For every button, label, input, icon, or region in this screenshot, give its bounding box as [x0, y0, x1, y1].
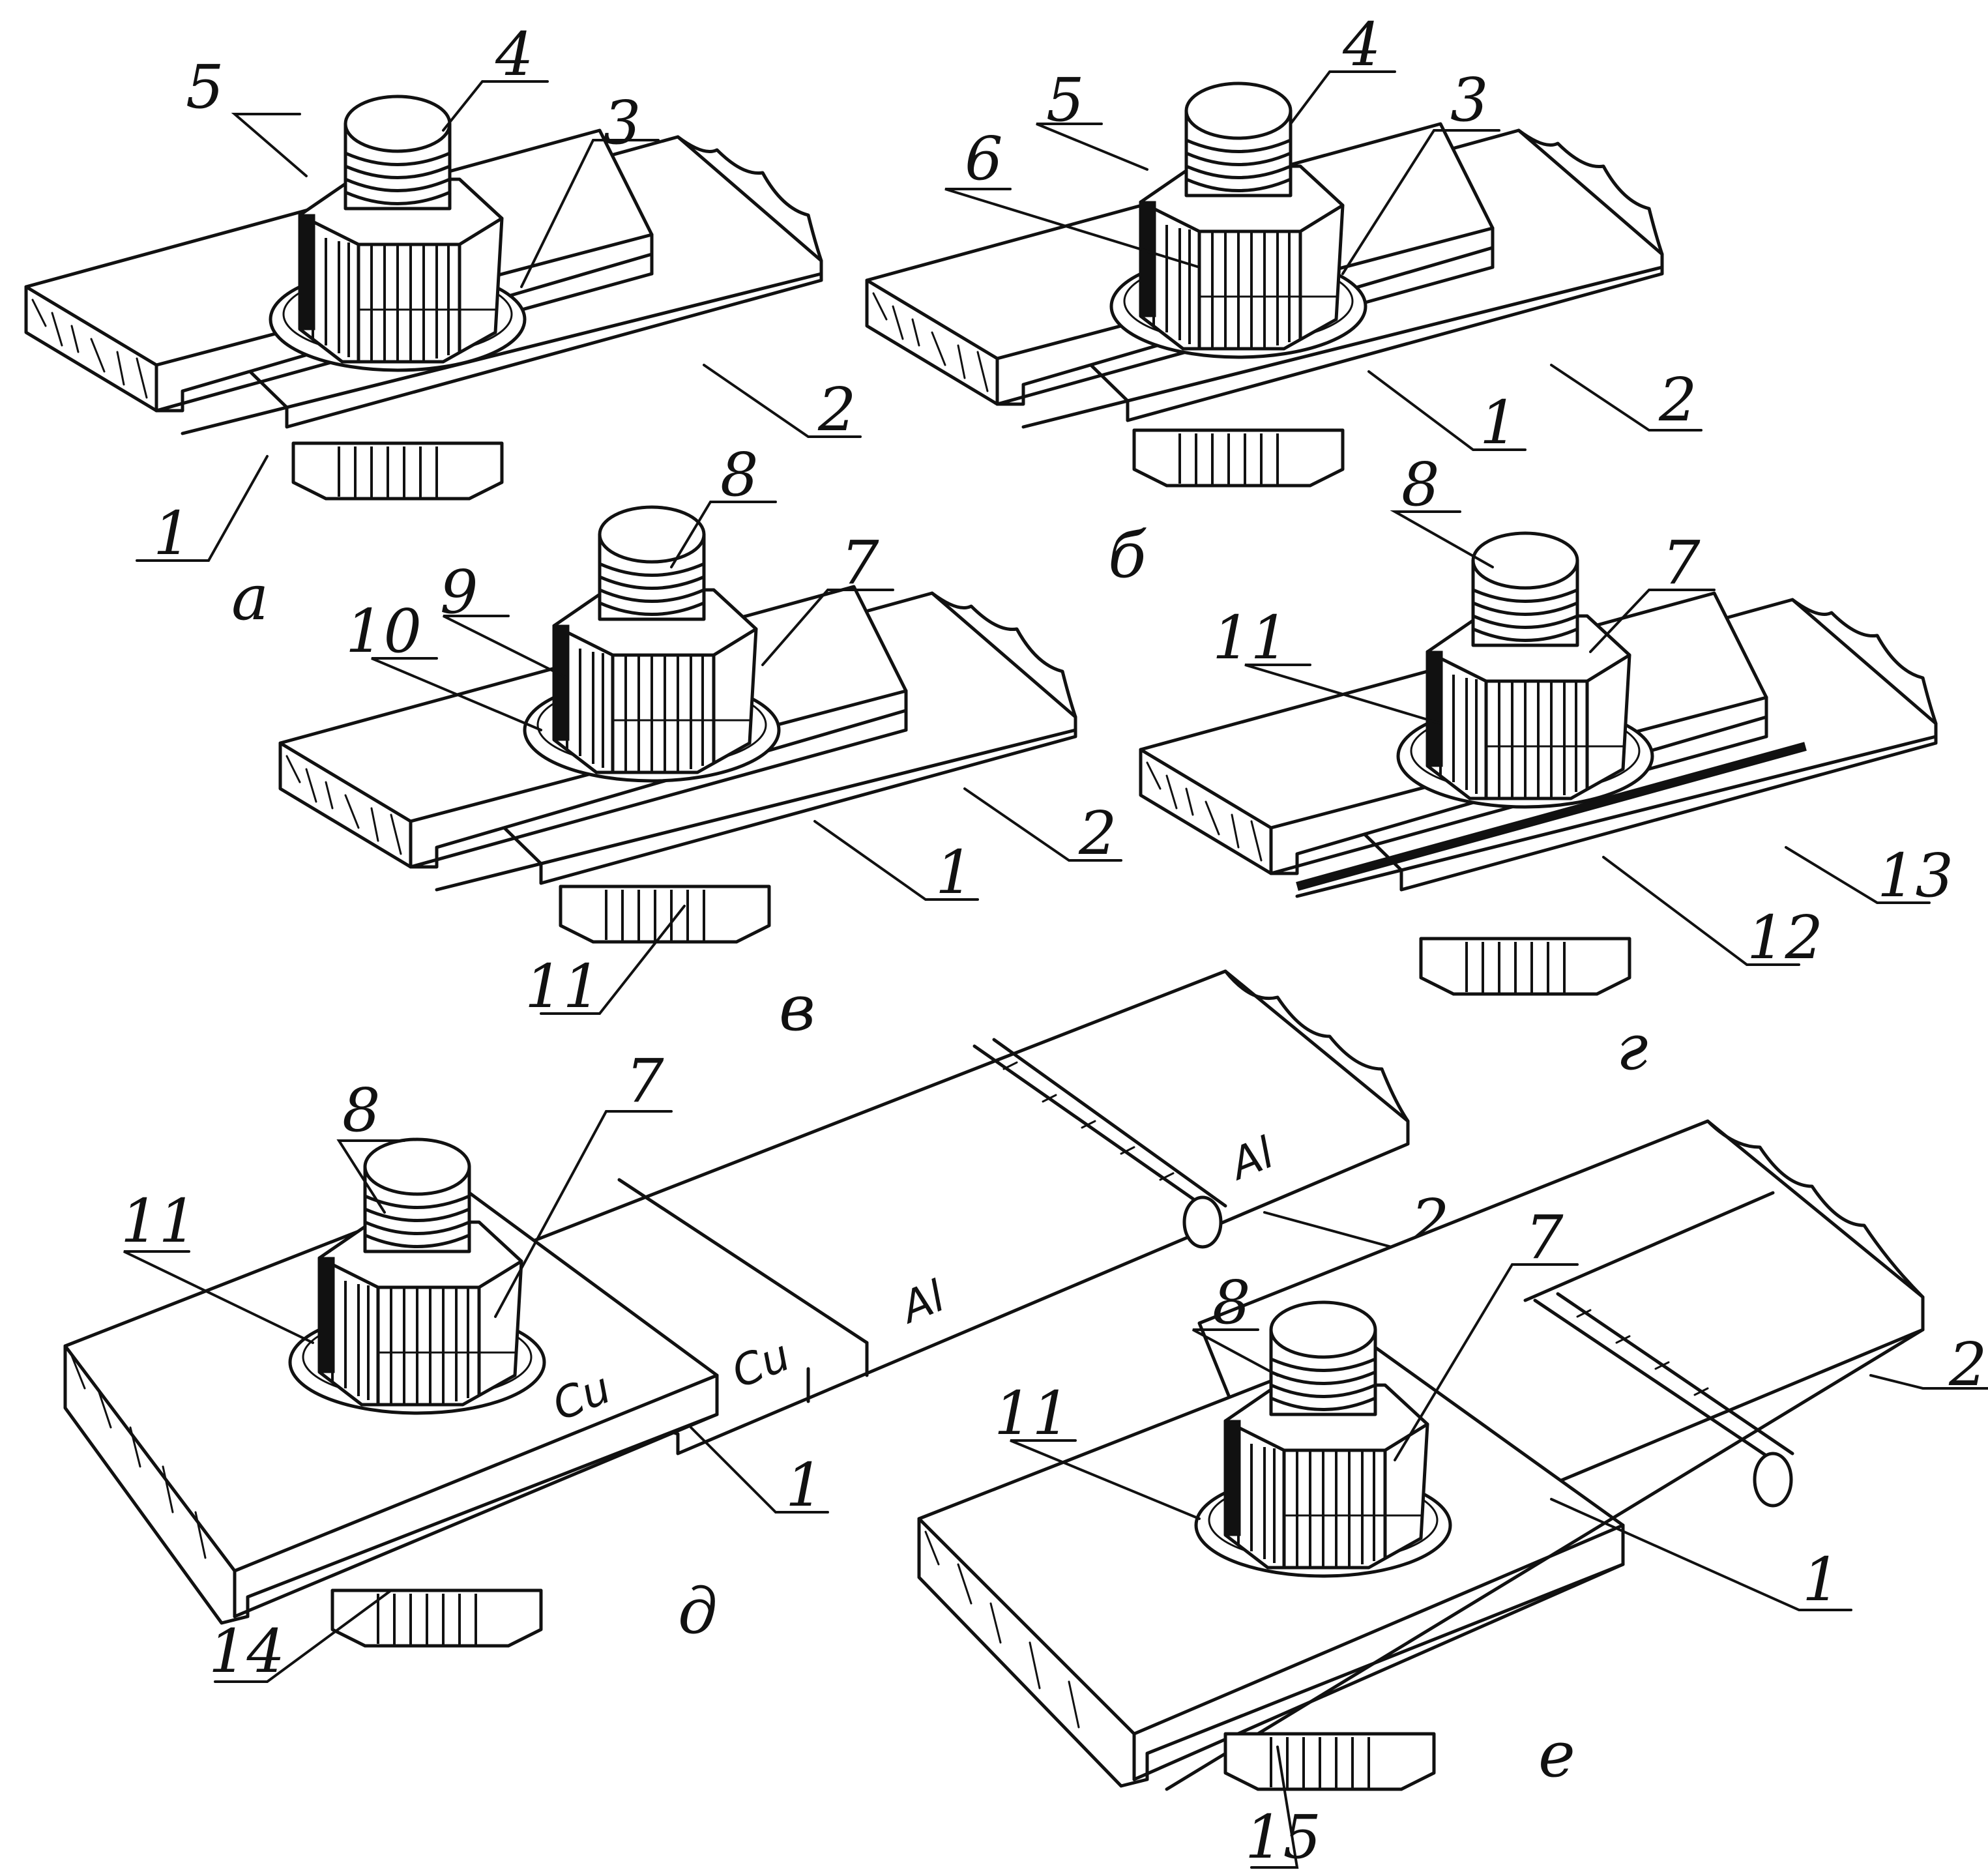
callout-a-4: 2: [817, 375, 856, 445]
bottom-nut-d: [1421, 939, 1630, 994]
callout-e-2: 7: [626, 1046, 664, 1116]
callout-b-3: 3: [1450, 65, 1489, 135]
callout-leaders-b: [944, 70, 1703, 451]
bolt-nut-washer-b: [1111, 83, 1366, 357]
callout-b-1: 5: [1046, 65, 1085, 135]
panel-d: 8 7 11 13 12 г: [1141, 450, 1953, 1084]
bottom-nut-b: [1134, 430, 1343, 486]
bottom-nut-e: [332, 1590, 541, 1646]
callout-e-1: 8: [342, 1075, 381, 1145]
panel-caption-e: д: [678, 1575, 718, 1648]
panel-b: 5 4 3 6 2 1 б: [867, 10, 1703, 592]
bolt-nut-washer-a: [270, 96, 525, 370]
panel-e: Cu Cu Al Al 8 7 11 2 1 14 д: [63, 969, 1461, 1686]
panel-caption-f: е: [1538, 1718, 1575, 1791]
callout-d-5: 12: [1747, 903, 1823, 973]
callout-c-1: 8: [720, 440, 759, 510]
callout-e-3: 11: [121, 1186, 197, 1256]
callout-leaders-e: [123, 1110, 1461, 1683]
panel-f: 8 7 11 2 1 15 е: [917, 1119, 1988, 1872]
callout-f-4: 2: [1948, 1330, 1987, 1399]
callout-f-5: 1: [1802, 1545, 1841, 1615]
panel-caption-d: г: [1616, 1011, 1648, 1084]
callout-b-4: 6: [965, 124, 1003, 194]
callout-b-5: 2: [1658, 365, 1697, 435]
callout-a-3: 3: [603, 88, 641, 158]
callout-f-3: 11: [994, 1379, 1070, 1448]
callout-f-2: 7: [1525, 1203, 1564, 1272]
callout-e-6: 14: [209, 1616, 285, 1686]
callout-b-2: 4: [1342, 10, 1381, 80]
callout-c-7: 11: [525, 952, 601, 1021]
callout-f-6: 15: [1245, 1802, 1321, 1872]
callout-a-2: 4: [495, 20, 534, 89]
callout-leaders-c: [371, 501, 1122, 1015]
bolt-nut-washer-e: [290, 1139, 544, 1413]
callout-leaders-a: [136, 80, 862, 562]
callout-c-6: 1: [935, 838, 974, 907]
callout-b-6: 1: [1480, 388, 1518, 458]
callout-c-3: 10: [345, 596, 422, 666]
callout-d-1: 8: [1401, 450, 1440, 519]
callout-leaders-f: [1010, 1263, 1988, 1869]
bottom-nut-c: [561, 886, 769, 942]
gasket-strip-d: [1296, 742, 1807, 891]
callout-d-4: 13: [1877, 841, 1953, 911]
callout-a-5: 1: [153, 499, 192, 568]
panel-caption-b: б: [1108, 519, 1147, 592]
weld-seam-f: [1533, 1298, 1775, 1462]
callout-d-2: 7: [1662, 528, 1701, 598]
bolt-nut-washer-c: [525, 507, 779, 781]
weld-seam-e: [972, 1044, 1214, 1214]
callout-c-2: 9: [440, 557, 478, 627]
bottom-nut-a: [293, 443, 502, 499]
callout-a-1: 5: [186, 52, 224, 122]
callout-leaders-d: [1244, 510, 1931, 966]
panel-c: 8 9 10 7 2 1 11 в: [280, 440, 1122, 1045]
bottom-nut-f: [1225, 1734, 1434, 1789]
panel-a: 5 4 3 2 1 а: [26, 20, 862, 634]
panel-caption-c: в: [779, 972, 815, 1045]
panel-caption-a: а: [231, 561, 269, 634]
callout-d-3: 11: [1212, 603, 1289, 673]
callout-c-5: 2: [1078, 798, 1117, 868]
callout-f-1: 8: [1212, 1268, 1251, 1338]
callout-e-5: 1: [785, 1450, 824, 1520]
callout-c-4: 7: [841, 528, 879, 598]
bolt-nut-washer-d: [1398, 533, 1652, 807]
